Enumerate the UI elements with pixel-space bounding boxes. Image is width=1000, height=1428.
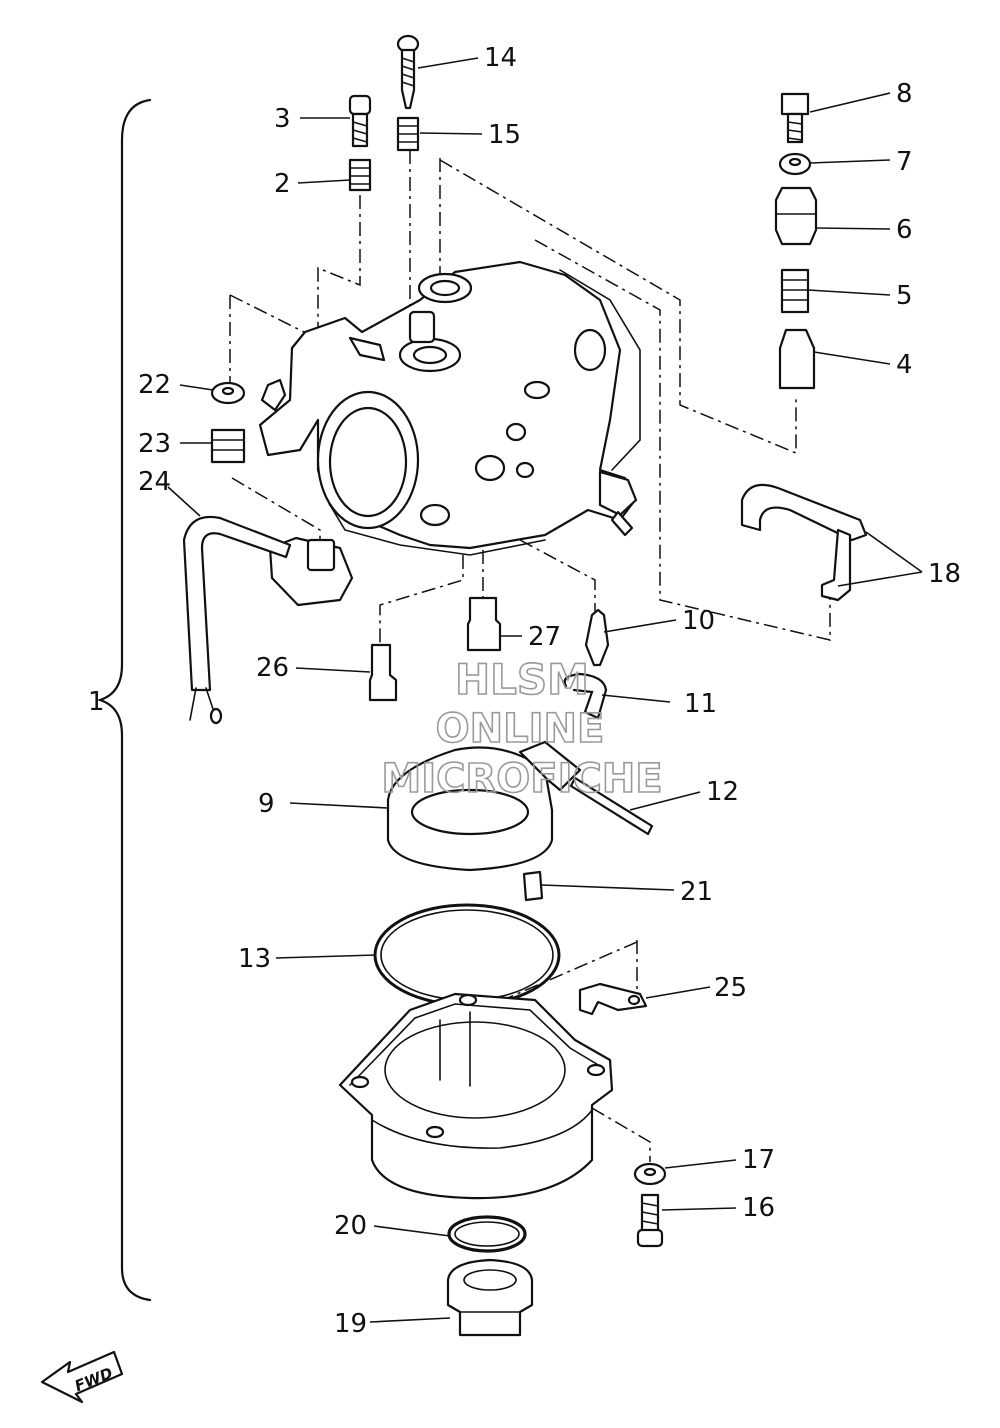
part-26-jet bbox=[368, 643, 398, 702]
callout-23: 23 bbox=[138, 429, 171, 459]
part-12-pin bbox=[569, 776, 654, 836]
callout-8: 8 bbox=[896, 79, 913, 109]
part-22-washer bbox=[210, 381, 246, 405]
part-5-spring bbox=[780, 268, 810, 314]
part-4-valve bbox=[778, 328, 816, 390]
callout-25: 25 bbox=[714, 973, 747, 1003]
callout-9: 9 bbox=[258, 789, 275, 819]
callout-22: 22 bbox=[138, 370, 171, 400]
part-8-bolt bbox=[780, 92, 810, 144]
callout-14: 14 bbox=[484, 43, 517, 73]
part-9-float bbox=[386, 740, 582, 872]
callout-20: 20 bbox=[334, 1211, 367, 1241]
fwd-arrow: FWD bbox=[40, 1350, 124, 1404]
callout-3: 3 bbox=[274, 104, 291, 134]
callout-15: 15 bbox=[488, 120, 521, 150]
part-25-bracket bbox=[578, 982, 648, 1016]
callout-10: 10 bbox=[682, 606, 715, 636]
assembly-label: 1 bbox=[88, 687, 105, 717]
callout-26: 26 bbox=[256, 653, 289, 683]
callout-11: 11 bbox=[684, 689, 717, 719]
part-3-screw bbox=[348, 94, 372, 148]
callout-24: 24 bbox=[138, 467, 171, 497]
part-27-jet bbox=[466, 596, 502, 652]
callout-18: 18 bbox=[928, 559, 961, 589]
float-bowl bbox=[338, 992, 614, 1200]
part-14-screw bbox=[396, 34, 420, 110]
part-19-drain-plug bbox=[446, 1258, 534, 1337]
leader-lines bbox=[167, 57, 923, 1323]
callout-labels: 14 15 3 2 8 7 6 5 4 18 22 23 24 26 27 10… bbox=[88, 43, 961, 1339]
callout-6: 6 bbox=[896, 215, 913, 245]
part-21-plug bbox=[522, 870, 544, 902]
part-17-washer bbox=[633, 1162, 667, 1186]
callout-5: 5 bbox=[896, 281, 913, 311]
callout-27: 27 bbox=[528, 622, 561, 652]
callout-13: 13 bbox=[238, 944, 271, 974]
callout-12: 12 bbox=[706, 777, 739, 807]
part-13-gasket bbox=[373, 903, 561, 1007]
part-2-spring bbox=[348, 158, 372, 192]
carburetor-body bbox=[258, 260, 641, 556]
callout-7: 7 bbox=[896, 147, 913, 177]
part-15-spring bbox=[396, 116, 420, 152]
callout-4: 4 bbox=[896, 350, 913, 380]
part-7-nut bbox=[778, 152, 812, 176]
part-6-fitting bbox=[774, 186, 818, 246]
watermark: HLSM ONLINE MICROFICHE bbox=[381, 654, 664, 803]
part-18-hoses bbox=[740, 483, 868, 602]
callout-2: 2 bbox=[274, 169, 291, 199]
part-11-clip bbox=[563, 672, 608, 720]
callout-19: 19 bbox=[334, 1309, 367, 1339]
part-10-needle bbox=[584, 608, 610, 667]
callout-21: 21 bbox=[680, 877, 713, 907]
part-23-spring bbox=[210, 428, 246, 464]
part-20-oring bbox=[447, 1215, 527, 1253]
callout-16: 16 bbox=[742, 1193, 775, 1223]
watermark-line-3: MICROFICHE bbox=[381, 756, 662, 802]
callout-17: 17 bbox=[742, 1145, 775, 1175]
watermark-line-1: HLSM bbox=[455, 655, 589, 704]
part-24-sensor bbox=[182, 515, 354, 725]
part-16-screw bbox=[636, 1193, 664, 1248]
watermark-line-2: ONLINE bbox=[436, 706, 605, 752]
assembly-bracket bbox=[96, 98, 152, 1302]
